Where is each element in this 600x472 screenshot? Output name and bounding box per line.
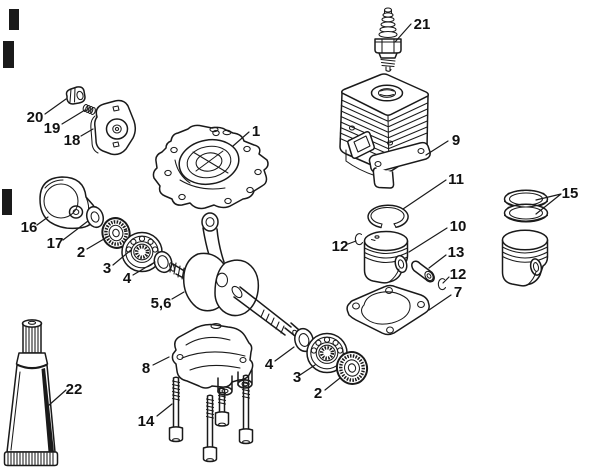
- callout-4-right: 4: [265, 356, 274, 373]
- part-screw: [238, 374, 254, 445]
- callout-1: 1: [252, 123, 260, 140]
- callout-19: 19: [44, 120, 61, 137]
- part-screw: [202, 394, 218, 463]
- callout-16: 16: [21, 219, 38, 236]
- part-screw: [168, 376, 184, 443]
- part-piston-assembled: [501, 229, 549, 287]
- callout-2-left: 2: [77, 244, 85, 261]
- callout-15: 15: [562, 185, 579, 202]
- part-wrist-pin: [411, 260, 435, 283]
- part-crankcase: [152, 124, 269, 210]
- part-oil-seal-right: [335, 351, 369, 385]
- callout-4-left: 4: [123, 270, 132, 287]
- callout-5-6: 5,6: [151, 295, 172, 312]
- part-piston-ring: [367, 204, 409, 229]
- part-spring: [82, 103, 96, 116]
- part-cap-plug: [65, 86, 86, 105]
- scan-edge-mark: [9, 9, 19, 30]
- callout-22: 22: [66, 381, 83, 398]
- callout-12-right: 12: [450, 266, 467, 283]
- callout-12-left: 12: [332, 238, 349, 255]
- part-crankcase-half: [171, 322, 254, 396]
- part-spark-plug: [374, 7, 402, 72]
- callout-11: 11: [448, 171, 464, 188]
- part-sealant-tube: [3, 319, 59, 467]
- part-cylinder: [339, 73, 431, 189]
- callout-10: 10: [450, 218, 467, 235]
- part-circlip-left: [354, 233, 364, 246]
- callout-8: 8: [142, 360, 150, 377]
- part-crankshaft: [169, 212, 300, 339]
- callout-21: 21: [414, 16, 431, 33]
- part-circlip-right: [437, 278, 447, 291]
- callout-7: 7: [454, 284, 462, 301]
- part-washer-left: [153, 250, 173, 274]
- callout-9: 9: [452, 132, 460, 149]
- callout-2-right: 2: [314, 385, 322, 402]
- callout-20: 20: [27, 109, 44, 126]
- scan-edge-mark: [3, 41, 14, 68]
- callout-17: 17: [47, 235, 64, 252]
- part-piston-ring-set: [503, 189, 549, 223]
- part-washer-17: [85, 205, 105, 229]
- part-clutch-rotor: [90, 99, 137, 156]
- scan-edge-mark: [2, 189, 12, 215]
- part-oil-seal-left: [101, 217, 131, 249]
- callout-3-left: 3: [103, 260, 111, 277]
- callout-18: 18: [64, 132, 81, 149]
- callout-labels: 20 19 18 16 17 2 3 4 5,6 8 14 22 21 1 9 …: [21, 16, 579, 430]
- part-gasket: [346, 284, 430, 336]
- callout-3-right: 3: [293, 369, 301, 386]
- leader-lines: [36, 23, 562, 417]
- part-piston: [363, 230, 409, 284]
- callout-14: 14: [138, 413, 155, 430]
- part-screw: [214, 387, 230, 427]
- callout-13: 13: [448, 244, 465, 261]
